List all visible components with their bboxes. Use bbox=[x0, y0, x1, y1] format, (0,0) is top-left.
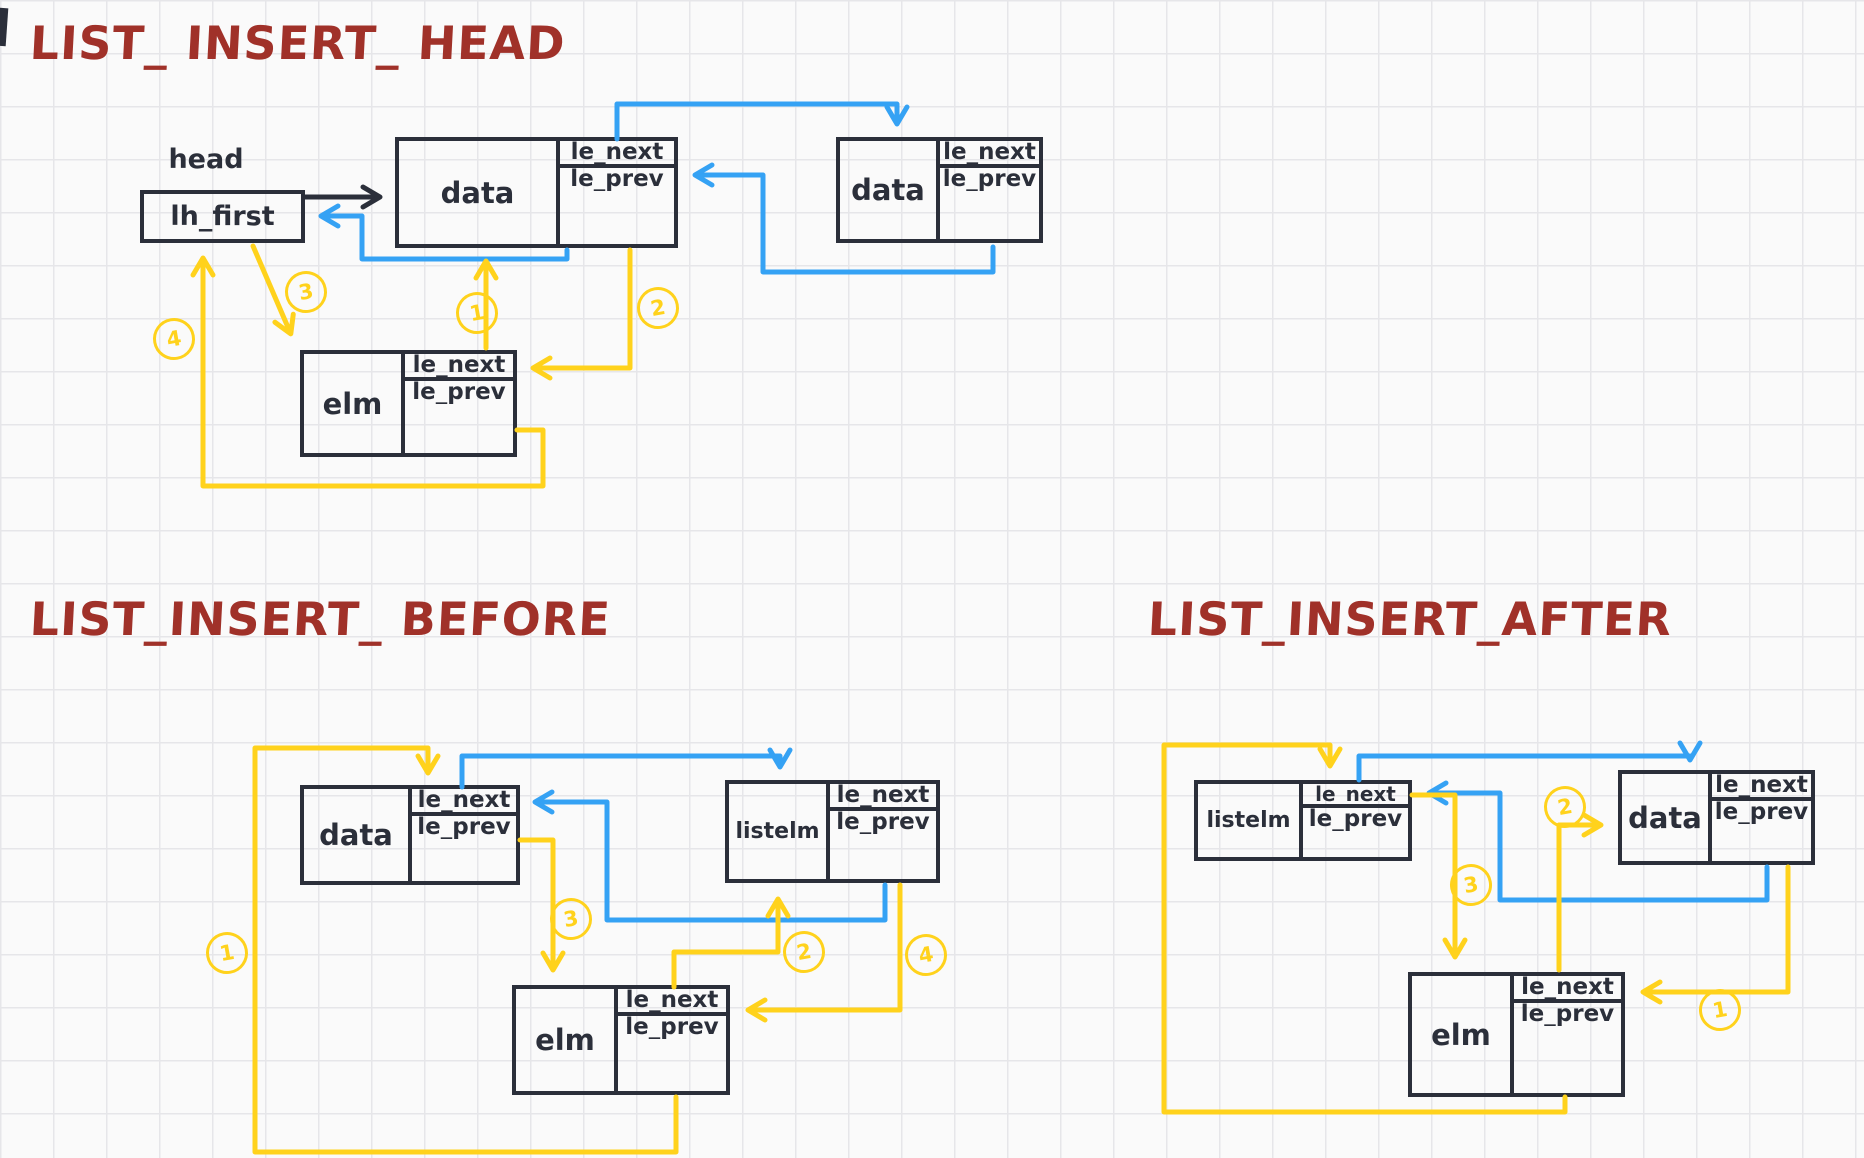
pointer-fields: le_next le_prev bbox=[405, 354, 513, 453]
node-title: elm bbox=[516, 989, 618, 1091]
field-le-next: le_next bbox=[1303, 784, 1408, 808]
arrow-step2-elm-lenext-to-data bbox=[1556, 812, 1604, 973]
field-le-next: le_next bbox=[560, 141, 674, 168]
field-le-next: le_next bbox=[405, 354, 513, 381]
field-le-prev: le_prev bbox=[836, 811, 930, 834]
pointer-fields: le_next le_prev bbox=[618, 989, 726, 1091]
head-caption: head bbox=[168, 144, 244, 175]
step-badge-2: 2 bbox=[779, 927, 829, 977]
field-le-prev: le_prev bbox=[412, 381, 506, 404]
node-title: data bbox=[399, 141, 560, 244]
title-insert-after: LIST_INSERT_AFTER bbox=[1146, 592, 1674, 646]
pointer-fields: le_next le_prev bbox=[560, 141, 674, 244]
step-badge-1: 1 bbox=[202, 928, 252, 978]
arrow-step3-listelm-lenext-to-elm bbox=[1409, 792, 1468, 960]
field-le-next: le_next bbox=[940, 141, 1039, 168]
field-le-prev: le_prev bbox=[942, 168, 1037, 191]
step-badge-3: 3 bbox=[1446, 860, 1496, 910]
field-le-next: le_next bbox=[1712, 774, 1811, 801]
pointer-fields: le_next le_prev bbox=[412, 789, 516, 881]
node-title: listelm bbox=[1198, 784, 1303, 857]
node-data-before: data le_next le_prev bbox=[300, 785, 520, 885]
step-badge-4: 4 bbox=[901, 930, 951, 980]
step-badge-1: 1 bbox=[1695, 985, 1745, 1035]
node-title: elm bbox=[1412, 976, 1514, 1093]
step-badge-4: 4 bbox=[149, 314, 199, 364]
node-head-lhfirst: lh_first bbox=[140, 190, 305, 243]
field-le-prev: le_prev bbox=[417, 816, 511, 839]
node-elm-before: elm le_next le_prev bbox=[512, 985, 730, 1095]
title-insert-before: LIST_INSERT_ BEFORE bbox=[28, 592, 613, 646]
arrow-step2-data1-leprev-to-elm-lenext bbox=[530, 247, 633, 381]
node-title: data bbox=[1622, 774, 1712, 861]
ink-smudge bbox=[0, 7, 9, 47]
field-le-prev: le_prev bbox=[570, 168, 664, 191]
title-insert-head: LIST_ INSERT_ HEAD bbox=[28, 16, 567, 70]
node-elm-after: elm le_next le_prev bbox=[1408, 972, 1625, 1097]
node-title: listelm bbox=[729, 784, 830, 879]
field-le-prev: le_prev bbox=[1714, 801, 1809, 824]
pointer-fields: le_next le_prev bbox=[1514, 976, 1621, 1093]
step-badge-3: 3 bbox=[546, 894, 596, 944]
node-title: data bbox=[840, 141, 940, 239]
arrow-step4-listelm-leprev-to-elm-lenext bbox=[745, 882, 903, 1023]
field-le-next: le_next bbox=[1514, 976, 1621, 1003]
pointer-fields: le_next le_prev bbox=[940, 141, 1039, 239]
step-badge-3: 3 bbox=[281, 267, 331, 317]
node-data-2: data le_next le_prev bbox=[836, 137, 1043, 243]
node-title: data bbox=[304, 789, 412, 881]
field-le-prev: le_prev bbox=[625, 1016, 719, 1039]
arrow-step1-data-leprev-to-elm-lenext bbox=[1640, 864, 1791, 1005]
arrow-blue-data1-lenext-to-data2 bbox=[614, 101, 910, 142]
field-le-next: le_next bbox=[830, 784, 936, 811]
step-badge-2: 2 bbox=[633, 283, 683, 333]
node-elm-1: elm le_next le_prev bbox=[300, 350, 517, 457]
step-badge-2: 2 bbox=[1540, 782, 1590, 832]
pointer-fields: le_next le_prev bbox=[830, 784, 936, 879]
step-badge-1: 1 bbox=[452, 288, 502, 338]
node-title: elm bbox=[304, 354, 405, 453]
pointer-fields: le_next le_prev bbox=[1303, 784, 1408, 857]
field-le-next: le_next bbox=[412, 789, 516, 816]
arrow-step3-data-lenext-to-elm bbox=[517, 837, 566, 973]
pointer-fields: le_next le_prev bbox=[1712, 774, 1811, 861]
field-le-prev: le_prev bbox=[1308, 808, 1403, 831]
node-data-after: data le_next le_prev bbox=[1618, 770, 1815, 865]
field-le-prev: le_prev bbox=[1520, 1003, 1615, 1026]
node-data-1: data le_next le_prev bbox=[395, 137, 678, 248]
arrow-step2-elm-lenext-to-listelm bbox=[671, 896, 791, 990]
node-listelm-after: listelm le_next le_prev bbox=[1194, 780, 1412, 861]
node-listelm-before: listelm le_next le_prev bbox=[725, 780, 940, 883]
field-le-next: le_next bbox=[618, 989, 726, 1016]
